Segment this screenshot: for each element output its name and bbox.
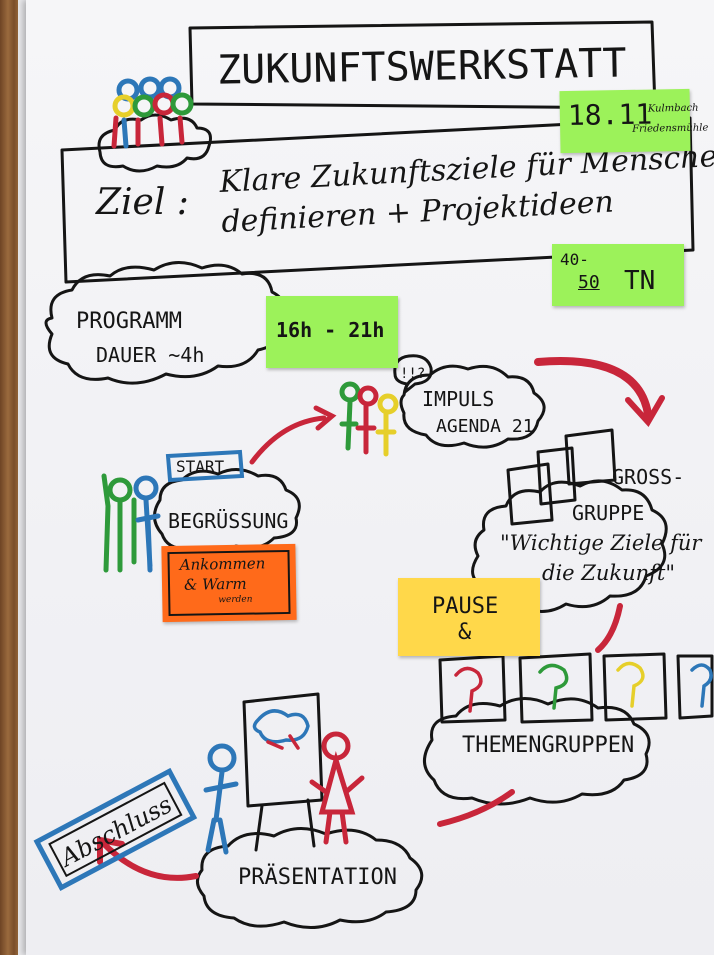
impulse-cloud	[399, 364, 546, 449]
welcome-figures	[101, 473, 161, 573]
date-note-sub-1: Kulmbach	[647, 102, 699, 115]
program-line-2: DAUER ~4h	[96, 343, 204, 367]
arrow-to-large-group	[534, 357, 652, 418]
arrival-line-3: werden	[218, 594, 253, 606]
goal-label: Ziel :	[95, 182, 189, 223]
theme-groups-cloud	[423, 697, 651, 806]
date-note-sub-2: Friedensmühle	[632, 122, 709, 135]
impulse-figures	[339, 381, 399, 457]
arrival-line-2: & Warm	[183, 574, 247, 594]
presentation-board	[242, 692, 324, 808]
theme-box-1	[438, 654, 507, 724]
page-title: ZUKUNFTSWERKSTATT	[217, 40, 627, 93]
start-label: START	[176, 457, 225, 476]
participants-unit: TN	[624, 266, 656, 296]
date-note: 18.11 Kulmbach Friedensmühle	[559, 88, 708, 154]
program-line-1: PROGRAMM	[76, 309, 182, 334]
presentation-figures	[203, 731, 365, 855]
large-group-line-3: "Wichtige Ziele für	[500, 531, 703, 555]
arrow-to-theme-groups	[595, 603, 623, 653]
large-group-line-1: GROSS-	[612, 465, 684, 489]
goal-frame	[60, 116, 695, 284]
arrow-to-presentation	[437, 789, 515, 827]
large-group-line-2: GRUPPE	[572, 501, 644, 525]
participants-count-bottom: 50	[578, 272, 600, 293]
start-box	[165, 449, 245, 483]
time-note: 16h - 21h	[266, 296, 398, 368]
theme-box-4	[676, 654, 714, 720]
large-group-line-4: die Zukunft"	[542, 561, 675, 585]
arrival-line-1: Ankommen	[179, 554, 266, 574]
impulse-bubble: !!?	[400, 366, 425, 382]
time-note-label: 16h - 21h	[276, 318, 385, 342]
presentation-label: PRÄSENTATION	[238, 864, 397, 890]
theme-groups-label: THEMENGRUPPEN	[462, 733, 634, 758]
impulse-line-1: IMPULS	[422, 387, 494, 411]
arrival-note: Ankommen & Warm werden	[161, 543, 297, 623]
welcome-label: BEGRÜSSUNG	[168, 509, 288, 533]
team-figures	[111, 76, 194, 149]
pause-symbol: &	[458, 620, 472, 645]
theme-box-2	[518, 652, 594, 724]
theme-box-3	[602, 652, 668, 722]
participants-note: 40- 50 TN	[552, 244, 684, 306]
participants-count-top: 40-	[560, 250, 589, 269]
presentation-cloud	[196, 827, 424, 929]
arrow-to-closing	[101, 841, 199, 881]
pause-note: PAUSE &	[398, 578, 540, 656]
impulse-line-2: AGENDA 21	[436, 416, 534, 437]
arrow-to-impulse	[249, 415, 327, 465]
closing-box	[33, 767, 198, 891]
pause-label: PAUSE	[432, 594, 499, 619]
